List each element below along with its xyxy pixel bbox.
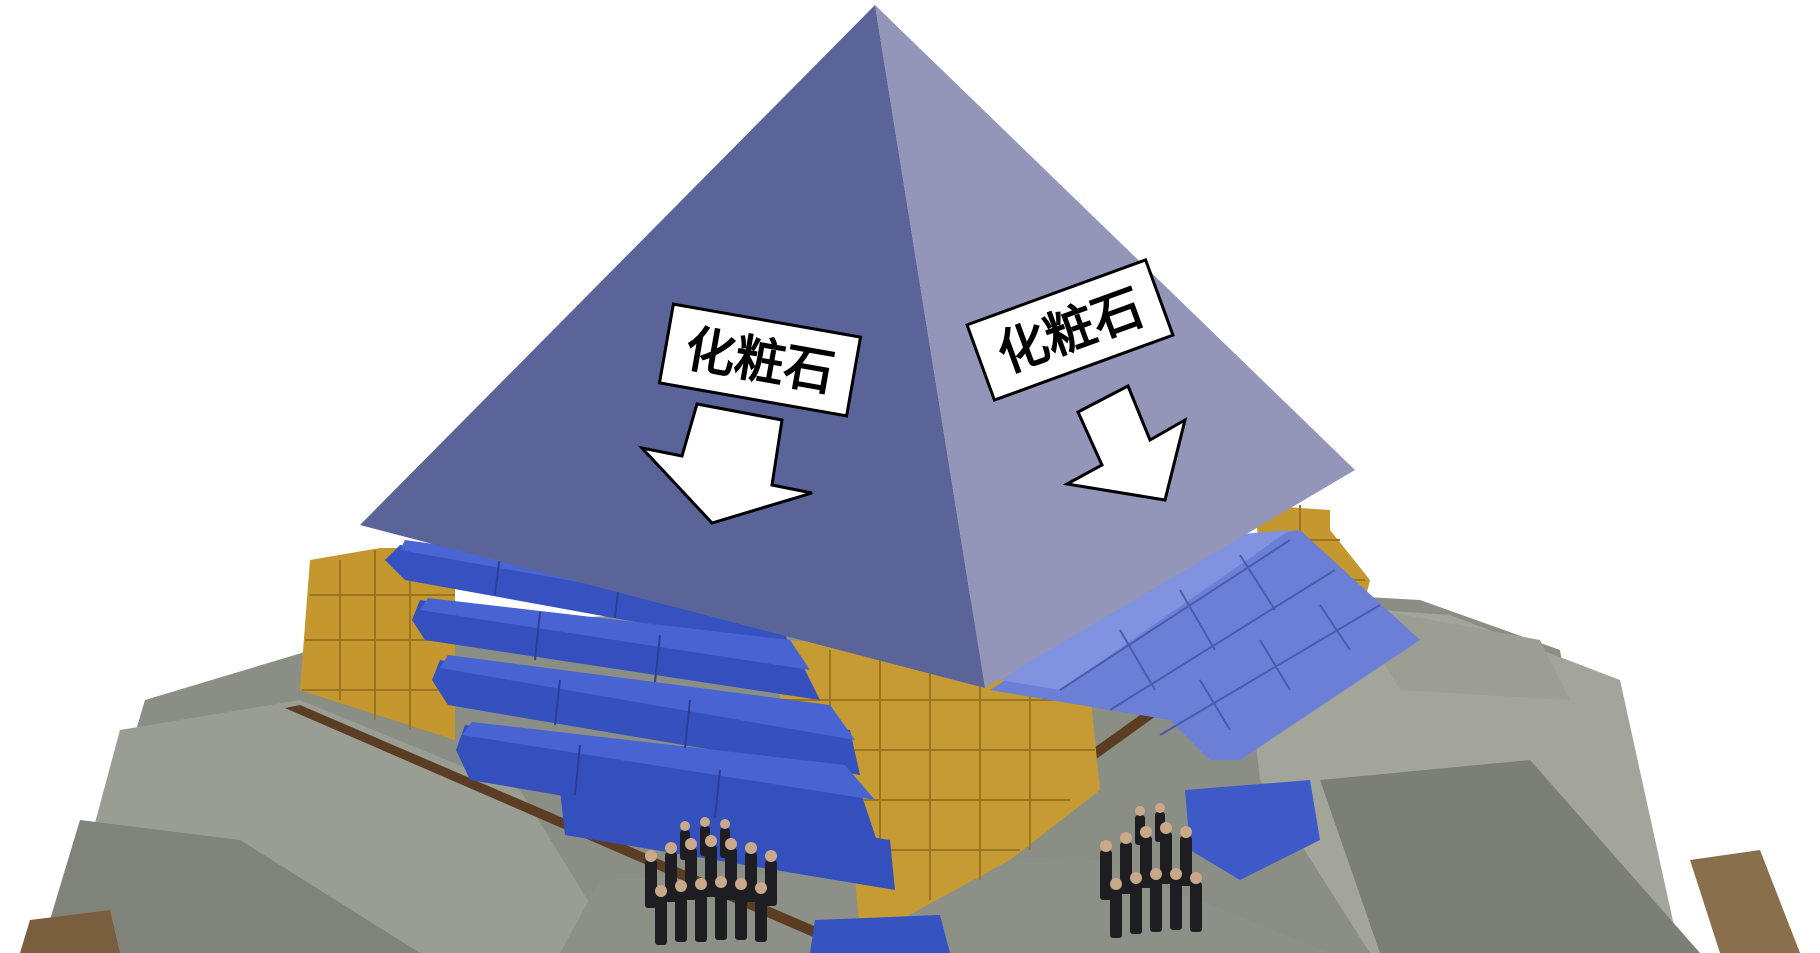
casing-right-ridge [1000,530,1290,690]
terrain-right-lower [1320,760,1700,953]
casing-row-1 [385,545,790,650]
terrain-right-edge-dirt [1690,850,1800,953]
casing-row-4 [456,725,880,850]
terrain-left-edge-dirt [20,910,120,953]
loose-casing-block-front [810,915,950,953]
down-arrow-icon [1062,383,1188,502]
casing-row-2 [412,600,820,700]
casing-row-3-top [440,655,855,740]
casing-block-joints-right [1059,539,1381,736]
terrain-left-lower [40,820,420,953]
label-box-right [965,257,1175,403]
casing-stones-right [810,530,1420,953]
loose-casing-block-right [1185,780,1320,880]
casing-row-4-top [462,722,875,800]
worker-group-right [1100,803,1202,938]
worker-group-icon [645,803,1202,945]
label-box-left [657,302,863,418]
casing-row-3 [432,660,860,775]
casing-row-2-top [420,598,810,670]
casing-right-slope [990,530,1420,760]
casing-stone-label-left: 化粧石 [637,302,863,525]
down-arrow-icon [637,402,813,525]
worker-group-left [645,817,777,945]
